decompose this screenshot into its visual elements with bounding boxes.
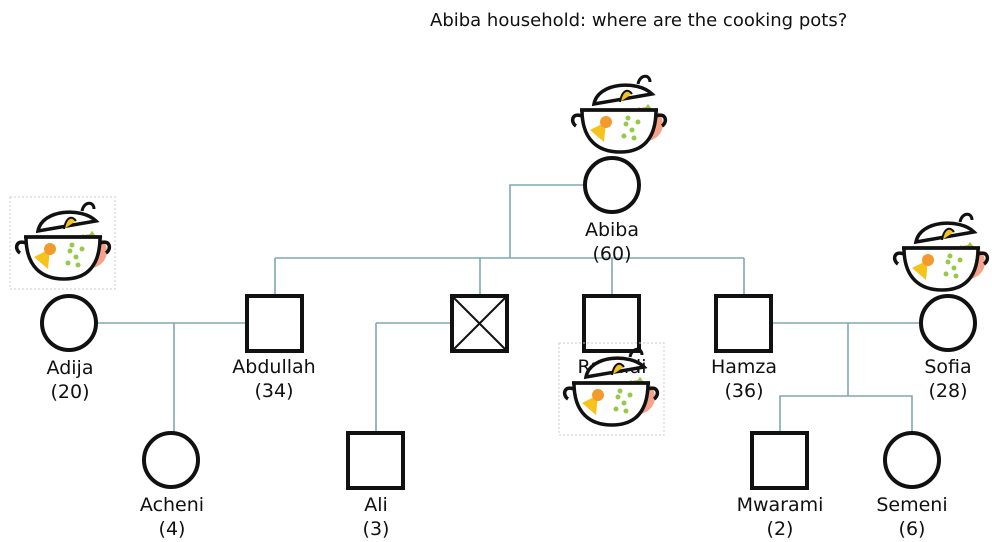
person-label-abiba: Abiba (60) — [552, 218, 672, 266]
person-hamza-square[interactable] — [714, 294, 773, 353]
person-label-acheni: Acheni (4) — [112, 493, 232, 541]
person-label-abdullah: Abdullah (34) — [214, 355, 334, 403]
person-name: Sofia — [924, 356, 972, 378]
person-age: (36) — [724, 380, 764, 402]
person-deceased-square[interactable] — [450, 294, 509, 353]
person-age: (28) — [928, 380, 968, 402]
diagram-title: Abiba household: where are the cooking p… — [430, 10, 848, 31]
person-age: (4) — [158, 518, 186, 540]
line-abiba-drop — [509, 184, 612, 258]
person-age: (60) — [592, 243, 632, 265]
person-label-hamza: Hamza (36) — [684, 355, 804, 403]
person-name: Acheni — [139, 494, 205, 516]
person-name: Abiba — [584, 219, 640, 241]
person-age: (20) — [50, 381, 90, 403]
person-label-adija: Adija (20) — [10, 356, 130, 404]
person-age: (3) — [362, 518, 390, 540]
person-label-semeni: Semeni (6) — [852, 493, 972, 541]
person-age: (2) — [766, 518, 794, 540]
person-name: Semeni — [876, 494, 948, 516]
person-label-rashidi: Rashidi (2?) — [552, 355, 672, 403]
person-age: (34) — [254, 380, 294, 402]
person-name: Mwarami — [736, 494, 824, 516]
person-name: Rashidi — [577, 356, 647, 378]
person-abdullah-square[interactable] — [245, 294, 304, 353]
person-name: Abdullah — [232, 356, 316, 378]
person-age: (2?) — [593, 380, 631, 402]
person-ali-square[interactable] — [346, 431, 405, 490]
person-name: Hamza — [710, 356, 778, 378]
person-adija-circle[interactable] — [40, 294, 98, 352]
line-to-children-hamza-sofia — [779, 323, 913, 433]
person-acheni-circle[interactable] — [142, 431, 200, 489]
relationship-lines — [96, 184, 922, 433]
person-age: (6) — [898, 518, 926, 540]
person-name: Adija — [46, 357, 94, 379]
person-sofia-circle[interactable] — [919, 294, 977, 352]
person-semeni-circle[interactable] — [883, 431, 941, 489]
person-label-sofia: Sofia (28) — [888, 355, 992, 403]
line-to-ali — [375, 322, 452, 433]
person-mwarami-square[interactable] — [750, 431, 809, 490]
pot-icon-adija — [9, 196, 116, 290]
person-name: Ali — [364, 494, 388, 516]
person-label-mwarami: Mwarami (2) — [720, 493, 840, 541]
person-abiba-circle[interactable] — [583, 156, 641, 214]
person-label-ali: Ali (3) — [316, 493, 436, 541]
pot-icon-abiba — [570, 74, 668, 154]
pot-icon-sofia — [892, 212, 990, 292]
person-rashidi-square[interactable] — [582, 294, 641, 353]
